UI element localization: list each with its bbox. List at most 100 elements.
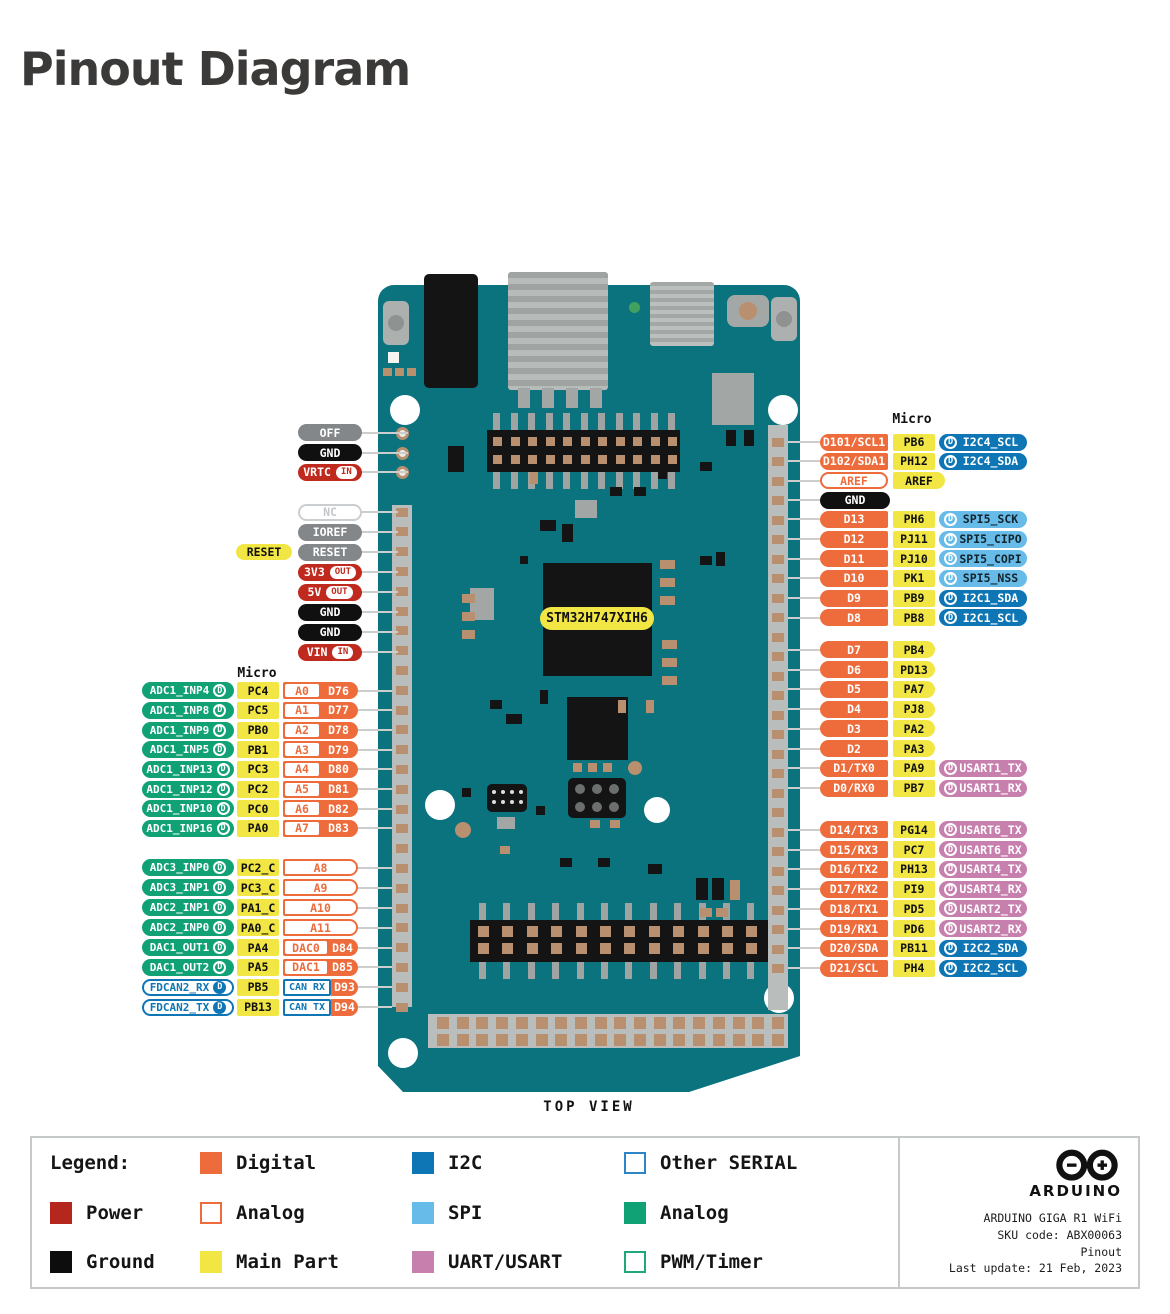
d-badge: D [944,454,957,468]
header-pad [396,665,408,675]
micro-pin: PB13 [237,998,279,1016]
header-pad [668,437,677,446]
pin-row: GND [230,602,398,622]
mounting-hole [644,797,670,823]
header-pad [493,437,502,446]
pin-row: GND [788,490,1030,509]
component [618,700,626,713]
header-pin [545,471,553,489]
d-badge: D [944,761,957,775]
component [648,864,662,874]
component [700,908,712,917]
component [744,430,754,446]
pin-d17-rx2: D17/RX2 [820,880,888,898]
brand-info-line: Last update: 21 Feb, 2023 [948,1261,1122,1276]
d-badge: D [944,435,957,449]
header-pin [650,413,658,431]
pin-d15-rx3: D15/RX3 [820,841,888,859]
d-badge: D [213,743,227,757]
analog-pin: A10 [283,899,358,917]
header-pin [503,961,511,979]
header-pad [772,652,784,661]
header-pin [723,961,730,979]
component [506,714,522,724]
header-pad [772,691,784,700]
header-pad [772,944,784,954]
wire [788,479,820,482]
header-pin [633,471,640,489]
wire [358,946,392,949]
micro-pin: PH13 [893,860,935,878]
d-badge: D [213,921,227,935]
wire [358,926,392,929]
micro-pin: PI9 [893,880,935,898]
header-hole [510,790,514,794]
pin-d13: D13 [820,510,888,528]
wire [788,648,820,651]
header-pad [510,455,520,464]
header-pad [650,455,660,464]
header-pad [772,496,784,505]
header-pad [478,926,489,937]
pin-d9: D9 [820,589,888,607]
header-pin [615,413,623,431]
header-pad [772,437,784,447]
d-badge: D [216,802,230,816]
micro-pin: PA7 [893,680,935,698]
pin-d18-tx1: D18/TX1 [820,900,888,918]
antenna-connector [727,295,769,327]
header-pad [746,926,758,937]
component [573,763,582,772]
header-pad [633,455,642,464]
d-badge: D [944,591,957,605]
header-pad [712,1017,725,1029]
d-badge: D [216,821,230,835]
pin-d16-tx2: D16/TX2 [820,860,888,878]
header-pin [633,413,640,431]
header-pad [772,827,784,837]
wire [788,747,820,750]
component [407,368,416,376]
header-pad [772,671,784,681]
component [634,487,646,496]
usart-swatch [412,1251,434,1273]
component [462,630,475,639]
header-pad [496,1034,509,1046]
pin-d10: D10 [820,569,888,587]
header-pin [580,413,588,431]
header-pad [693,1034,706,1046]
wire [788,688,820,691]
pin-off: OFF [298,424,362,442]
wire [358,807,392,810]
wire [362,611,398,613]
wire [358,768,392,771]
component [560,858,572,867]
header-pin [598,413,605,431]
header-pad [772,574,784,583]
d-badge: D [944,922,957,936]
legend-item: Power [50,1201,200,1224]
micro-pin: PB6 [893,433,935,451]
wire [788,967,820,970]
header-pad [437,1034,449,1046]
